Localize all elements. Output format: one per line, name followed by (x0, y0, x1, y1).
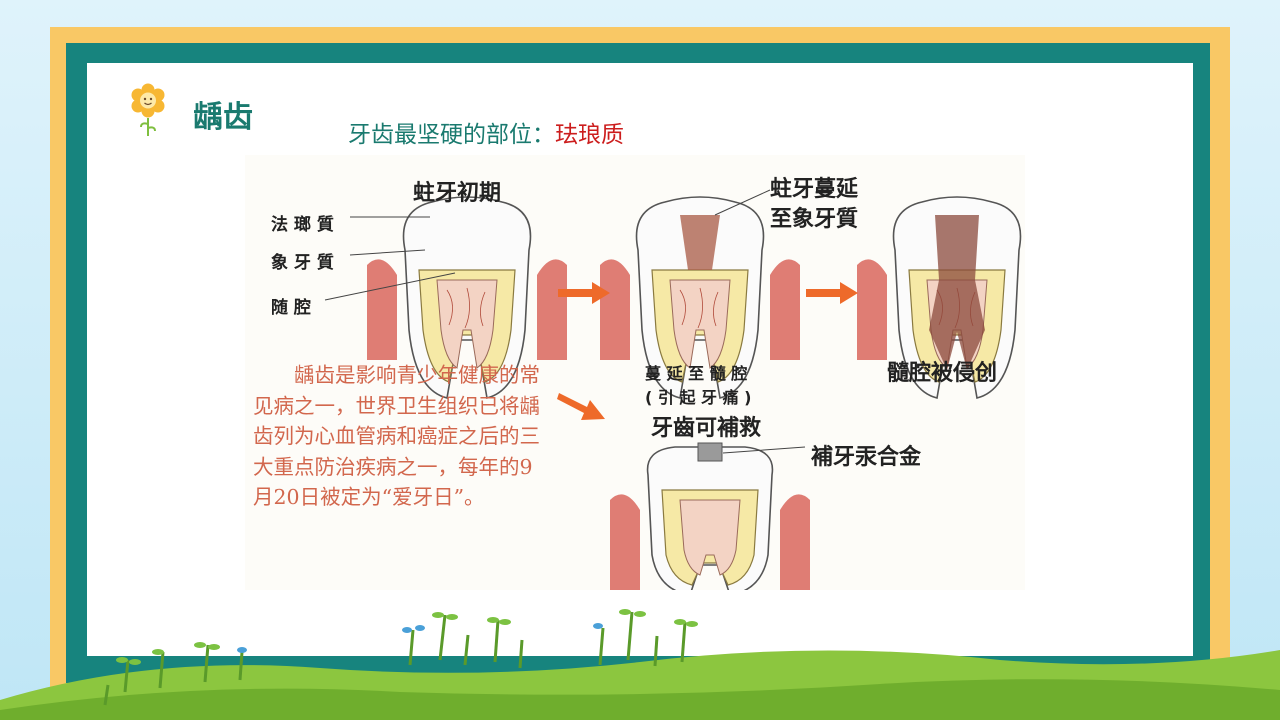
label-pulp: 随 腔 (271, 298, 311, 318)
filling-label: 補牙汞合金 (811, 445, 922, 470)
arrow-down-right-icon (557, 393, 605, 420)
stage2b-line3: 牙齒可補救 (651, 416, 762, 441)
subtitle-highlight: 珐琅质 (555, 122, 624, 148)
tooth-illustrations (324, 189, 1025, 590)
arrow-right-icon (806, 282, 858, 304)
tooth-decay-diagram: 蛀牙初期 法 瑯 質 象 牙 質 随 腔 蛀牙蔓延 至象牙質 髓腔被侵创 蔓 延… (245, 155, 1025, 590)
stage2-title-line1: 蛀牙蔓延 (770, 177, 859, 202)
flower-icon (131, 83, 165, 136)
slide-subtitle: 牙齿最坚硬的部位：珐琅质 (348, 115, 624, 149)
subtitle-prefix: 牙齿最坚硬的部位： (348, 122, 555, 148)
stage2-title-line2: 至象牙質 (770, 207, 859, 232)
label-enamel: 法 瑯 質 (271, 215, 334, 235)
stage2b-line2: ( 引 起 牙 痛 ) (645, 388, 752, 407)
stage2b-line1: 蔓 延 至 髓 腔 (645, 364, 748, 383)
caries-paragraph: 龋齿是影响青少年健康的常见病之一，世界卫生组织已将龋齿列为心血管病和癌症之后的三… (253, 363, 540, 509)
slide-title: 龋齿 (193, 100, 253, 135)
label-dentin: 象 牙 質 (271, 253, 334, 273)
stage3-title: 髓腔被侵创 (887, 361, 998, 386)
arrow-right-icon (558, 282, 610, 304)
stage1-title: 蛀牙初期 (413, 181, 502, 206)
